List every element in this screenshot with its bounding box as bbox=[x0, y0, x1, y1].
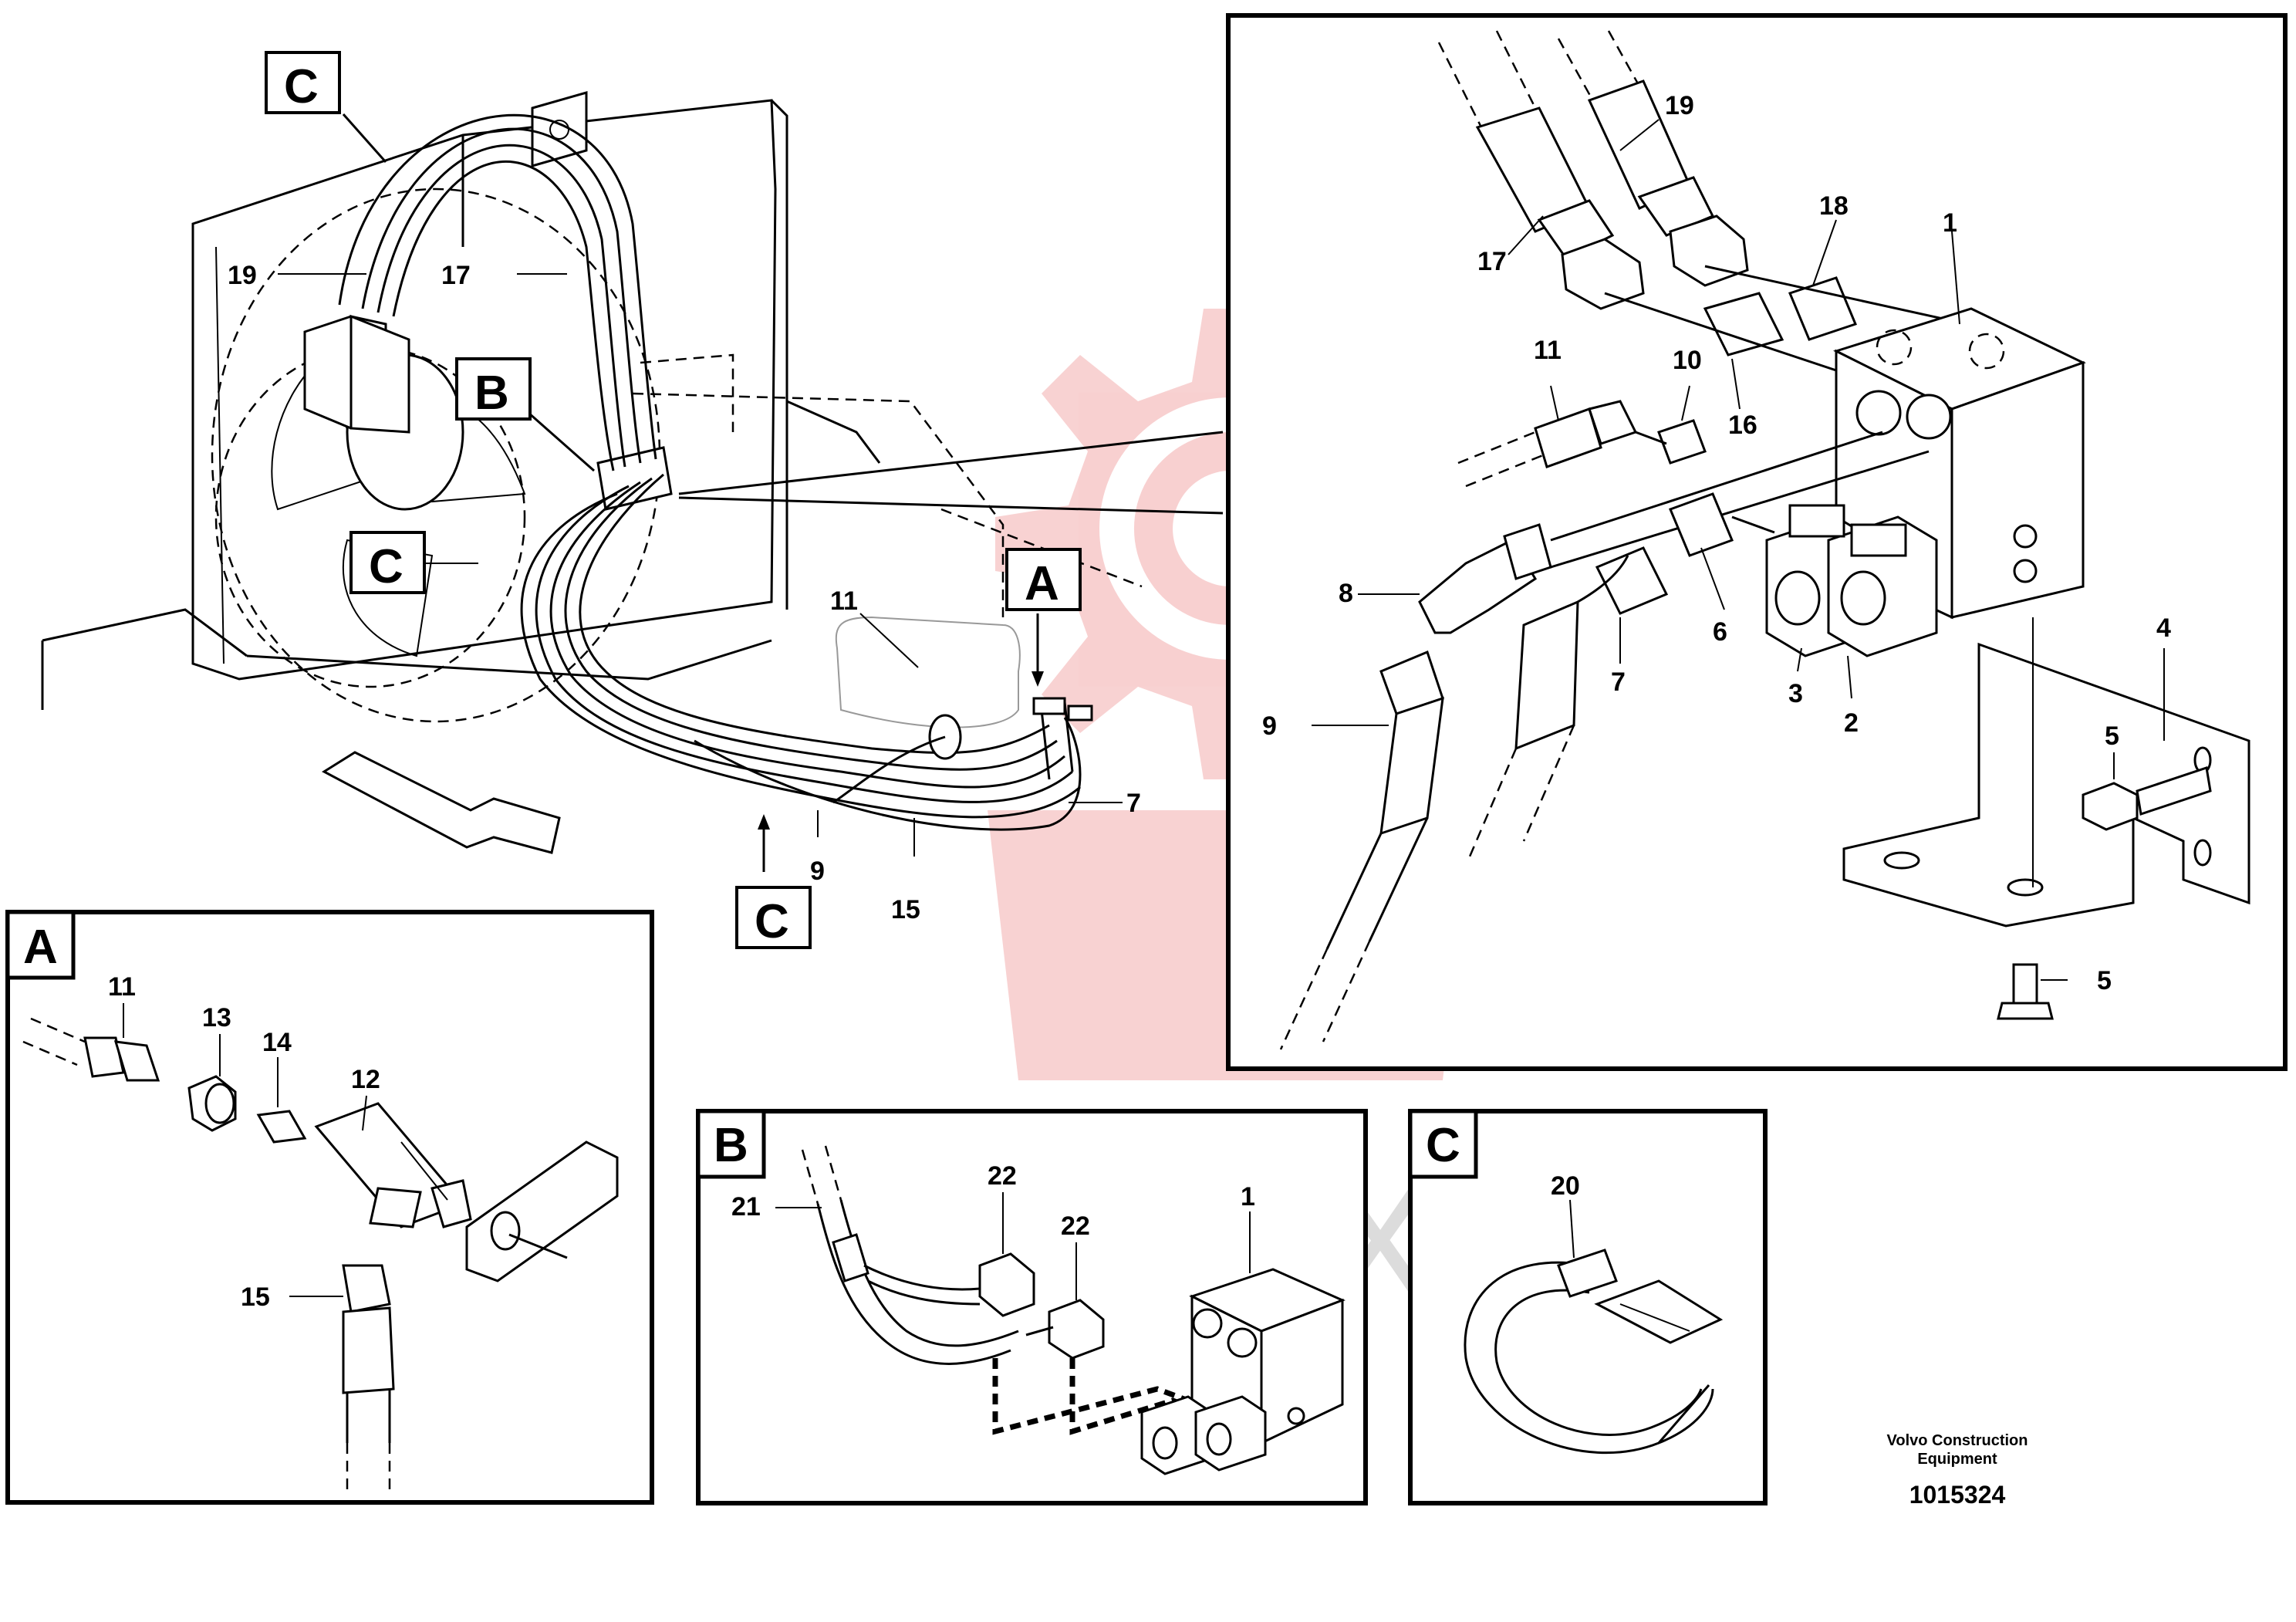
callout-3-detail: 3 bbox=[1788, 679, 1803, 708]
callout-c-top: C bbox=[265, 51, 341, 114]
callout-22-panel-b-right: 22 bbox=[1061, 1211, 1090, 1241]
footer: Volvo Construction Equipment 1015324 bbox=[1887, 1432, 2028, 1509]
mounting-bracket bbox=[1842, 642, 2250, 928]
callout-22-panel-b-left: 22 bbox=[988, 1161, 1017, 1191]
callout-10-detail: 10 bbox=[1673, 346, 1702, 375]
company-name-line2: Equipment bbox=[1917, 1451, 1997, 1468]
callout-c-bottom: C bbox=[735, 886, 812, 949]
callout-a-main: A bbox=[1005, 548, 1082, 611]
callout-11-main: 11 bbox=[830, 586, 858, 616]
callout-6-detail: 6 bbox=[1713, 617, 1727, 647]
svg-text:A: A bbox=[1025, 557, 1059, 610]
callout-7-detail: 7 bbox=[1611, 667, 1626, 697]
main-assembly-view: C 19 17 B C 11 A 7 9 15 C bbox=[41, 51, 1224, 949]
callout-11-detail: 11 bbox=[1534, 336, 1562, 365]
panel-b: B 21 22 22 1 bbox=[696, 1109, 1368, 1505]
callout-17-main: 17 bbox=[441, 261, 471, 290]
callout-4-detail: 4 bbox=[2156, 613, 2171, 643]
callout-c-mid: C bbox=[349, 531, 426, 594]
callout-8-detail: 8 bbox=[1339, 579, 1353, 608]
direction-arrow bbox=[321, 751, 561, 854]
panel-c-title: C bbox=[1408, 1109, 1478, 1179]
callout-15-main: 15 bbox=[891, 895, 920, 924]
callout-19-main: 19 bbox=[228, 261, 257, 290]
callout-20-panel-c: 20 bbox=[1551, 1171, 1580, 1201]
callout-7-main: 7 bbox=[1126, 789, 1141, 818]
svg-text:A: A bbox=[23, 921, 58, 974]
callout-b-main: B bbox=[455, 357, 532, 421]
valve-block bbox=[1833, 307, 2086, 620]
part-number: 1015324 bbox=[1909, 1481, 2006, 1509]
callout-2-detail: 2 bbox=[1844, 708, 1859, 738]
callout-14-panel-a: 14 bbox=[262, 1028, 292, 1057]
strap-clamp bbox=[1464, 1249, 1724, 1455]
panel-b-title: B bbox=[696, 1109, 766, 1179]
callout-19-detail: 19 bbox=[1665, 91, 1694, 120]
callout-15-panel-a: 15 bbox=[241, 1282, 270, 1312]
callout-9-detail: 9 bbox=[1262, 711, 1277, 741]
callout-5-detail-upper: 5 bbox=[2105, 721, 2119, 751]
callout-9-main: 9 bbox=[810, 857, 825, 886]
svg-text:C: C bbox=[284, 60, 319, 113]
panel-c: C 20 bbox=[1408, 1109, 1768, 1505]
callout-18-detail: 18 bbox=[1819, 191, 1849, 221]
company-name: Volvo Construction bbox=[1887, 1432, 2028, 1449]
panel-a-title: A bbox=[5, 910, 76, 980]
callout-13-panel-a: 13 bbox=[202, 1003, 231, 1032]
svg-text:C: C bbox=[1426, 1119, 1460, 1172]
svg-text:B: B bbox=[474, 367, 509, 420]
detail-valve-view: 19 17 18 1 11 10 16 8 6 7 3 2 9 4 5 5 bbox=[1226, 13, 2288, 1071]
panel-a: A 11 13 14 12 1 bbox=[5, 910, 654, 1505]
svg-text:C: C bbox=[369, 540, 403, 593]
svg-text:C: C bbox=[755, 895, 789, 948]
callout-12-panel-a: 12 bbox=[351, 1065, 380, 1094]
callout-17-detail: 17 bbox=[1477, 247, 1507, 276]
callout-1-panel-b: 1 bbox=[1241, 1182, 1255, 1211]
svg-text:B: B bbox=[714, 1119, 748, 1172]
callout-11-panel-a: 11 bbox=[108, 972, 136, 1002]
callout-16-detail: 16 bbox=[1728, 411, 1757, 440]
callout-5-detail-lower: 5 bbox=[2097, 966, 2112, 995]
hose-bundle bbox=[338, 113, 1082, 831]
callout-1-detail: 1 bbox=[1943, 208, 1957, 238]
callout-21-panel-b: 21 bbox=[731, 1192, 761, 1222]
